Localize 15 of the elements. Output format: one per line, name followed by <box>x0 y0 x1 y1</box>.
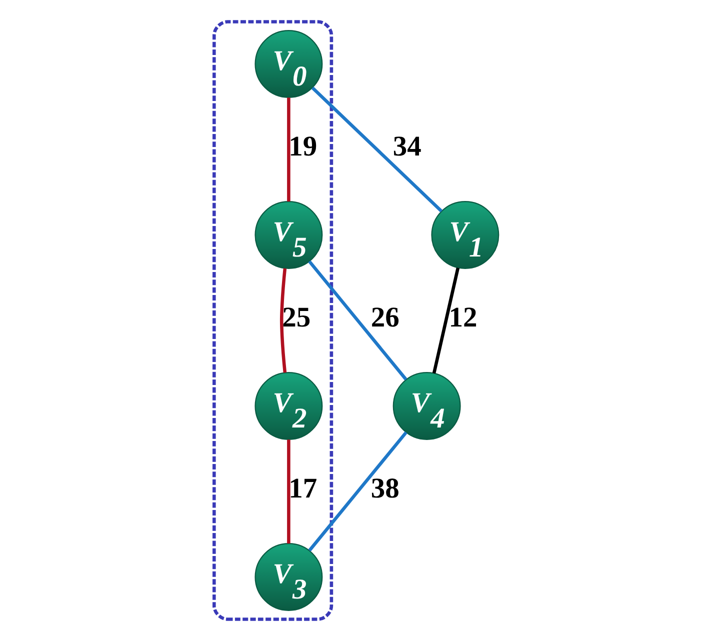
connector <box>308 260 407 380</box>
edge-label: 12 <box>448 302 477 334</box>
edge-label: 34 <box>392 131 421 162</box>
connector <box>286 98 290 202</box>
edge-label: 17 <box>288 473 317 504</box>
edge-label: 25 <box>282 302 310 334</box>
edge-label: 26 <box>370 302 399 334</box>
cluster <box>212 20 333 621</box>
connector <box>432 267 460 374</box>
connector <box>308 431 407 552</box>
connector <box>279 268 286 373</box>
edge-label: 19 <box>288 131 317 162</box>
edge-label: 38 <box>370 473 399 504</box>
connector <box>310 86 442 212</box>
connector <box>286 440 290 544</box>
